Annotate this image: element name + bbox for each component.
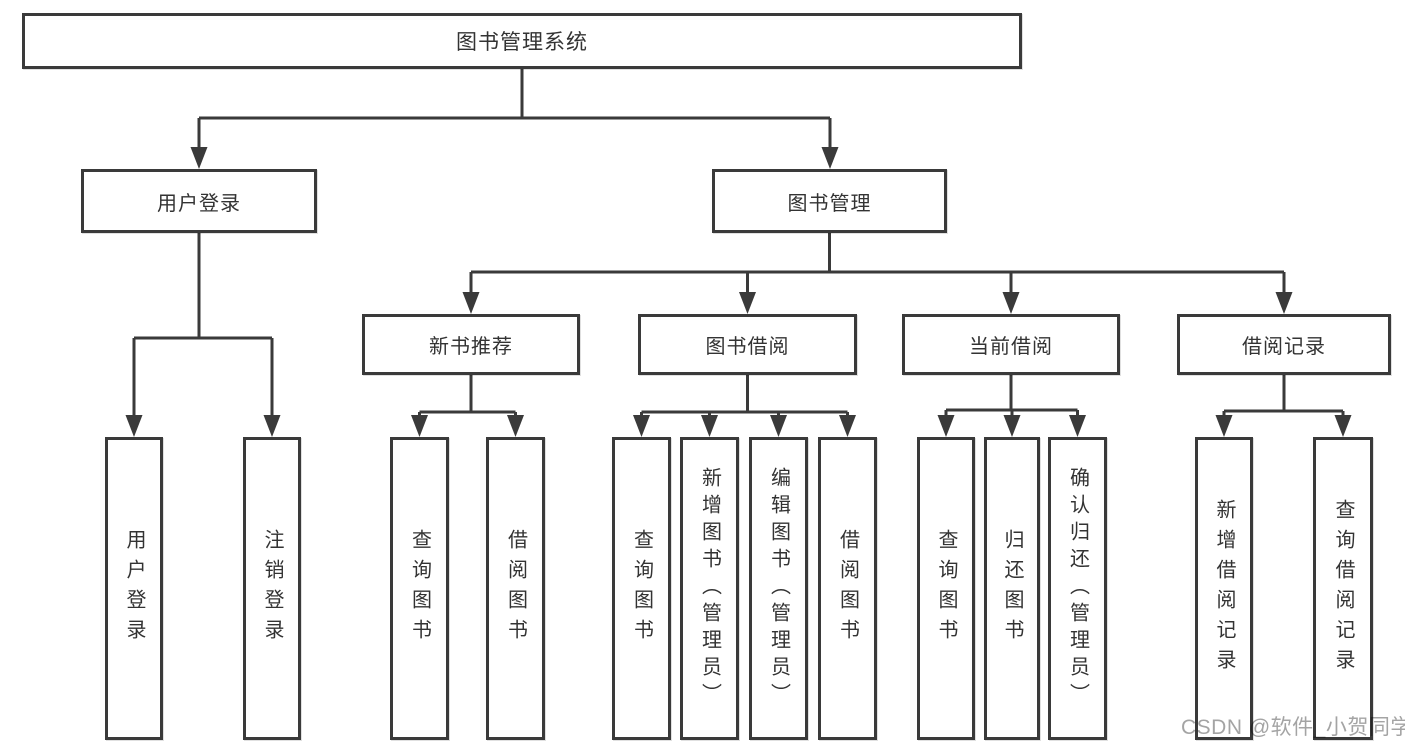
node-label: 归还图书 — [1001, 528, 1023, 649]
node-query-books-borrow: 查询图书 — [612, 437, 671, 740]
node-label: 查询图书 — [408, 528, 431, 649]
node-label: 用户登录 — [157, 192, 241, 215]
arrowhead-icon — [839, 415, 856, 437]
arrowhead-icon — [770, 415, 787, 437]
node-add-borrow-record: 新增借阅记录 — [1195, 437, 1253, 740]
arrowhead-icon — [937, 415, 955, 437]
node-user-login: 用户登录 — [105, 437, 163, 740]
node-query-books-recommend: 查询图书 — [390, 437, 449, 740]
node-label: 用户登录 — [123, 528, 145, 649]
arrowhead-icon — [1069, 415, 1086, 437]
node-borrow-books-recommend: 借阅图书 — [486, 437, 545, 740]
node-label: 新增图书（管理员） — [698, 467, 721, 710]
arrowhead-icon — [1003, 415, 1021, 437]
node-label: 图书借阅 — [705, 336, 790, 358]
node-label: 编辑图书（管理员） — [767, 467, 790, 710]
node-label: 新书推荐 — [429, 336, 513, 358]
arrowhead-icon — [821, 147, 839, 169]
arrowhead-icon — [701, 415, 718, 437]
node-user-login-branch: 用户登录 — [81, 169, 317, 233]
node-book-management: 图书管理 — [712, 169, 947, 233]
node-label: 查询借阅记录 — [1332, 498, 1354, 679]
watermark: CSDN @软件_小贺同学 — [1181, 716, 1405, 739]
arrowhead-icon — [263, 415, 281, 437]
node-confirm-return-admin: 确认归还（管理员） — [1048, 437, 1107, 740]
node-label: 借阅记录 — [1242, 336, 1326, 358]
node-label: 注销登录 — [261, 528, 283, 649]
node-library-management-system: 图书管理系统 — [22, 13, 1022, 69]
node-current-borrow: 当前借阅 — [902, 314, 1120, 375]
arrowhead-icon — [411, 415, 428, 437]
node-query-books-current: 查询图书 — [917, 437, 975, 740]
node-label: 新增借阅记录 — [1213, 498, 1235, 679]
arrowhead-icon — [190, 147, 208, 169]
node-label: 借阅图书 — [836, 528, 859, 649]
node-book-borrow: 图书借阅 — [638, 314, 857, 375]
arrowhead-icon — [1275, 292, 1293, 314]
node-label: 查询图书 — [630, 528, 653, 649]
node-borrow-books: 借阅图书 — [818, 437, 877, 740]
node-label: 确认归还（管理员） — [1066, 467, 1089, 710]
node-label: 借阅图书 — [504, 528, 527, 649]
node-add-book-admin: 新增图书（管理员） — [680, 437, 739, 740]
arrowhead-icon — [739, 292, 756, 314]
arrowhead-icon — [507, 415, 524, 437]
node-label: 查询图书 — [935, 528, 957, 649]
node-label: 图书管理系统 — [456, 31, 588, 54]
node-borrow-records: 借阅记录 — [1177, 314, 1391, 375]
arrowhead-icon — [633, 415, 650, 437]
node-label: 当前借阅 — [969, 336, 1053, 358]
node-edit-book-admin: 编辑图书（管理员） — [749, 437, 808, 740]
node-logout: 注销登录 — [243, 437, 301, 740]
arrowhead-icon — [1215, 415, 1233, 437]
arrowhead-icon — [1002, 292, 1020, 314]
node-new-book-recommend: 新书推荐 — [362, 314, 580, 375]
node-return-book: 归还图书 — [984, 437, 1040, 740]
arrowhead-icon — [1334, 415, 1352, 437]
node-query-borrow-record: 查询借阅记录 — [1313, 437, 1373, 740]
arrowhead-icon — [125, 415, 143, 437]
node-label: 图书管理 — [787, 192, 872, 215]
arrowhead-icon — [462, 292, 480, 314]
